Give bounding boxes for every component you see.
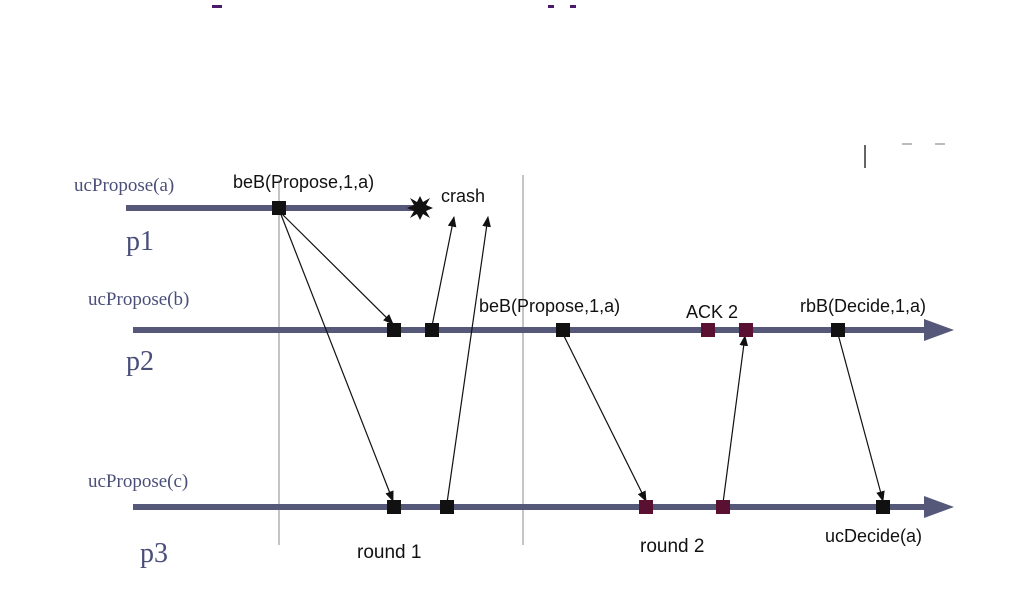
p2-label: p2 (126, 346, 154, 377)
event-p2-send-1 (425, 323, 439, 337)
crash-label: crash (441, 186, 485, 206)
round1-label: round 1 (357, 542, 421, 563)
message-p3-to-p1 (446, 215, 491, 504)
event-p2-beb (556, 323, 570, 337)
event-p2-ack-2 (739, 323, 753, 337)
title-strip-graphic (212, 5, 576, 8)
event-p3-recv-1 (387, 500, 401, 514)
faint-mark-1 (902, 143, 912, 145)
round2-label: round 2 (640, 536, 704, 557)
event-p3-ack (716, 500, 730, 514)
p1-beb-label: beB(Propose,1,a) (233, 172, 374, 192)
message-p2-to-p1 (431, 215, 457, 327)
p1-label: p1 (126, 226, 154, 257)
event-p2-rbb (831, 323, 845, 337)
p1-propose-label: ucPropose(a) (74, 175, 174, 196)
p2-propose-label: ucPropose(b) (88, 289, 189, 310)
faint-mark-2 (935, 143, 945, 145)
timeline-p2-arrowhead (924, 319, 954, 341)
event-p1-beb (272, 201, 286, 215)
message-p2-propose-to-p3 (562, 333, 647, 502)
rbb-label: rbB(Decide,1,a) (800, 296, 926, 316)
event-p3-send-1 (440, 500, 454, 514)
event-p2-recv-1 (387, 323, 401, 337)
message-p3-ack-to-p2 (722, 334, 749, 504)
p3-label: p3 (140, 538, 168, 569)
message-p1-to-p2 (279, 211, 394, 325)
message-p1-to-p3 (279, 211, 394, 503)
page-title-strip (0, 0, 1024, 8)
p3-propose-label: ucPropose(c) (88, 471, 188, 492)
event-p2-ack-1 (701, 323, 715, 337)
crash-icon (407, 196, 433, 220)
message-p2-decide-to-p3 (837, 333, 885, 503)
event-p3-decide (876, 500, 890, 514)
decide-label: ucDecide(a) (825, 526, 922, 546)
p2-beb-label: beB(Propose,1,a) (479, 296, 620, 316)
timeline-p3-arrowhead (924, 496, 954, 518)
event-p3-recv-2 (639, 500, 653, 514)
ack-label: ACK 2 (686, 302, 738, 322)
